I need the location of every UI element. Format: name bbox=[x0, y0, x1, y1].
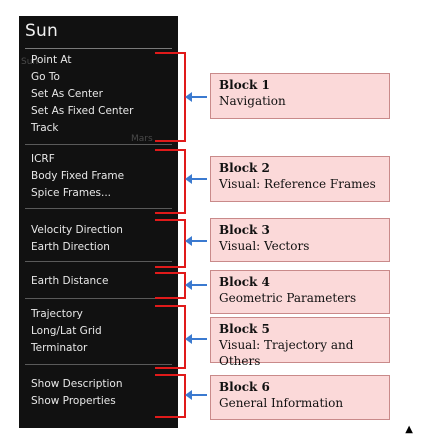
pointer-arrow-4 bbox=[185, 280, 207, 290]
menu-item-point-at[interactable]: Point At bbox=[31, 54, 72, 66]
block-title: Block 6 bbox=[219, 380, 270, 394]
menu-group-vectors: Velocity Direction Earth Direction bbox=[31, 222, 123, 256]
group-bracket-1 bbox=[155, 52, 186, 142]
block-description: Navigation bbox=[219, 94, 286, 108]
annotation-block-6: Block 6 General Information bbox=[210, 375, 390, 420]
group-bracket-2 bbox=[155, 149, 186, 214]
group-bracket-6 bbox=[155, 374, 186, 418]
block-title: Block 3 bbox=[219, 223, 270, 237]
annotation-block-2: Block 2 Visual: Reference Frames bbox=[210, 156, 390, 202]
menu-item-set-as-center[interactable]: Set As Center bbox=[31, 88, 103, 100]
block-description: Geometric Parameters bbox=[219, 291, 357, 305]
context-menu: Sun Sun Mars Point At Go To Set As Cente… bbox=[19, 16, 178, 428]
menu-separator bbox=[25, 261, 172, 262]
background-label-sun: Sun bbox=[21, 57, 39, 67]
group-bracket-4 bbox=[155, 272, 186, 299]
menu-item-body-fixed-frame[interactable]: Body Fixed Frame bbox=[31, 170, 125, 182]
group-bracket-3 bbox=[155, 219, 186, 268]
pointer-arrow-6 bbox=[185, 390, 207, 400]
block-title: Block 2 bbox=[219, 161, 270, 175]
corner-triangle-icon: ▲ bbox=[405, 424, 413, 435]
menu-item-terminator[interactable]: Terminator bbox=[31, 342, 88, 354]
menu-group-information: Show Description Show Properties bbox=[31, 376, 122, 410]
block-title: Block 4 bbox=[219, 275, 270, 289]
annotation-block-1: Block 1 Navigation bbox=[210, 73, 390, 119]
menu-item-earth-distance[interactable]: Earth Distance bbox=[31, 275, 109, 287]
block-title: Block 5 bbox=[219, 322, 270, 336]
menu-divider bbox=[25, 48, 172, 49]
menu-item-spice-frames[interactable]: Spice Frames... bbox=[31, 187, 112, 199]
menu-separator bbox=[25, 144, 172, 145]
annotation-block-4: Block 4 Geometric Parameters bbox=[210, 270, 390, 314]
pointer-arrow-5 bbox=[185, 334, 207, 344]
menu-item-icrf[interactable]: ICRF bbox=[31, 153, 55, 165]
menu-item-go-to[interactable]: Go To bbox=[31, 71, 60, 83]
block-title: Block 1 bbox=[219, 78, 270, 92]
menu-group-reference-frames: ICRF Body Fixed Frame Spice Frames... bbox=[31, 151, 124, 202]
menu-group-trajectory: Trajectory Long/Lat Grid Terminator bbox=[31, 306, 102, 357]
menu-group-geometric: Earth Distance bbox=[31, 273, 108, 290]
menu-separator bbox=[25, 364, 172, 365]
menu-title: Sun bbox=[25, 21, 58, 41]
menu-item-set-as-fixed-center[interactable]: Set As Fixed Center bbox=[31, 105, 134, 117]
background-label-mars: Mars bbox=[131, 134, 153, 144]
block-description: Visual: Vectors bbox=[219, 239, 310, 253]
menu-group-navigation: Point At Go To Set As Center Set As Fixe… bbox=[31, 52, 133, 137]
menu-item-earth-direction[interactable]: Earth Direction bbox=[31, 241, 110, 253]
pointer-arrow-1 bbox=[185, 92, 207, 102]
menu-item-show-description[interactable]: Show Description bbox=[31, 378, 123, 390]
menu-separator bbox=[25, 298, 172, 299]
menu-item-long-lat-grid[interactable]: Long/Lat Grid bbox=[31, 325, 102, 337]
menu-item-show-properties[interactable]: Show Properties bbox=[31, 395, 116, 407]
annotation-block-3: Block 3 Visual: Vectors bbox=[210, 218, 390, 262]
block-description: Visual: Trajectory and Others bbox=[219, 338, 354, 368]
pointer-arrow-2 bbox=[185, 174, 207, 184]
group-bracket-5 bbox=[155, 305, 186, 369]
block-description: Visual: Reference Frames bbox=[219, 177, 376, 191]
menu-item-track[interactable]: Track bbox=[31, 122, 59, 134]
menu-item-trajectory[interactable]: Trajectory bbox=[31, 308, 83, 320]
block-description: General Information bbox=[219, 396, 344, 410]
annotation-block-5: Block 5 Visual: Trajectory and Others bbox=[210, 317, 390, 368]
pointer-arrow-3 bbox=[185, 236, 207, 246]
menu-separator bbox=[25, 208, 172, 209]
menu-item-velocity-direction[interactable]: Velocity Direction bbox=[31, 224, 123, 236]
